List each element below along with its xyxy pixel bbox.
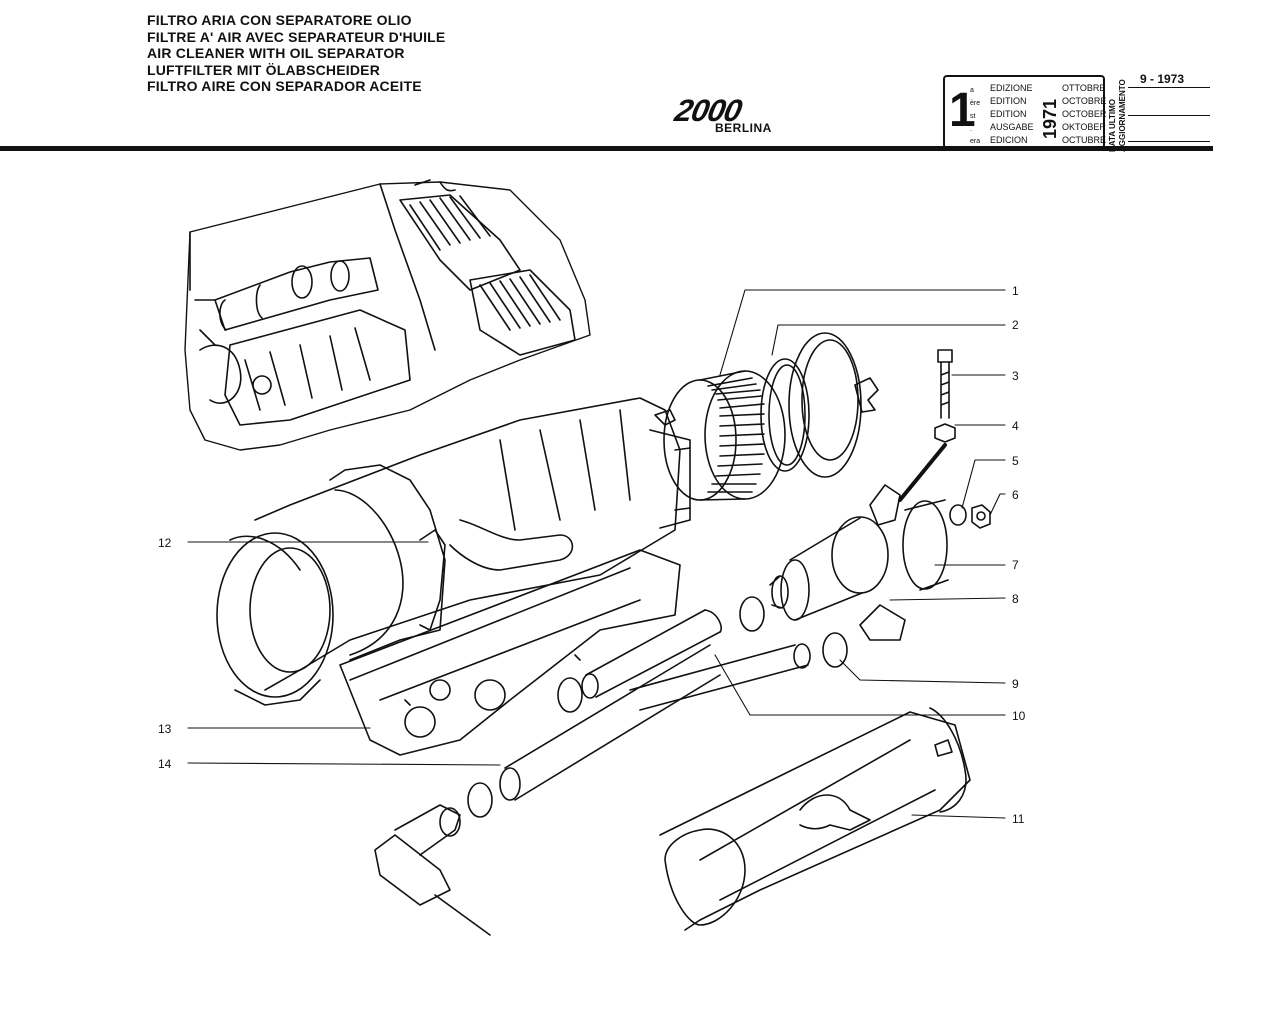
callout-5: 5 <box>1012 454 1019 468</box>
model-name: BERLINA <box>715 121 772 135</box>
filter-element <box>663 370 786 501</box>
title-es: FILTRO AIRE CON SEPARADOR ACEITE <box>147 78 422 94</box>
multilingual-title-block: FILTRO ARIA CON SEPARATORE OLIO FILTRE A… <box>147 12 445 95</box>
edition-suffix: ère <box>970 100 981 107</box>
title-de: LUFTFILTER MIT ÖLABSCHEIDER <box>147 61 381 78</box>
engine-bay-inset <box>184 179 591 451</box>
title-fr: FILTRE A' AIR AVEC SEPARATEUR D'HUILE <box>147 28 446 45</box>
callout-8: 8 <box>1012 592 1019 606</box>
callout-10: 10 <box>1012 709 1026 723</box>
callout-3: 3 <box>1012 369 1019 383</box>
callout-9: 9 <box>1012 677 1019 691</box>
update-line <box>1128 87 1210 88</box>
callout-1: 1 <box>1012 284 1019 298</box>
edition-word: AUSGABE <box>990 122 1034 132</box>
callout-11: 11 <box>1012 812 1025 826</box>
edition-month: OKTOBER <box>1062 122 1106 132</box>
edition-month: OTTOBRE <box>1062 83 1106 93</box>
callout-7: 7 <box>1012 558 1019 572</box>
edition-word: EDITION <box>990 109 1027 119</box>
leader-lines <box>187 289 1006 819</box>
title-en: AIR CLEANER WITH OIL SEPARATOR <box>147 45 405 61</box>
callout-12: 12 <box>158 536 172 550</box>
edition-suffix: era <box>970 138 981 145</box>
bracket <box>869 484 949 591</box>
last-update-label-line2: AGGIORNAMENTO <box>1118 79 1127 152</box>
edition-word: EDICION <box>990 135 1028 145</box>
last-update-label: DATA ULTIMO AGGIORNAMENTO <box>1108 79 1128 152</box>
update-line <box>1128 141 1210 142</box>
callout-14: 14 <box>158 757 172 771</box>
edition-month: OCTOBRE <box>1062 96 1107 106</box>
edition-word: EDIZIONE <box>990 83 1033 93</box>
edition-number: 1 <box>949 84 976 137</box>
edition-year: 1971 <box>1040 98 1060 139</box>
manifold <box>339 549 681 756</box>
callout-2: 2 <box>1012 318 1019 332</box>
edition-word: EDITION <box>990 96 1027 106</box>
bolt-nut-washers <box>898 349 991 529</box>
callout-13: 13 <box>158 722 172 736</box>
last-update-date: 9 - 1973 <box>1140 72 1185 86</box>
title-it: FILTRO ARIA CON SEPARATORE OLIO <box>147 12 412 28</box>
last-update-label-line1: DATA ULTIMO <box>1108 98 1117 152</box>
header-rule <box>0 146 1213 151</box>
callout-6: 6 <box>1012 488 1019 502</box>
pipe-elbow <box>374 804 491 936</box>
cover-housing <box>659 707 971 931</box>
update-line <box>1128 115 1210 116</box>
edition-box: 1 a ère st . era EDIZIONE EDITION EDITIO… <box>943 75 1107 149</box>
edition-suffix: st <box>970 113 976 120</box>
callout-4: 4 <box>1012 419 1019 433</box>
oil-separator <box>769 516 906 641</box>
edition-suffix: . <box>970 126 972 133</box>
edition-month: OCTOBER <box>1062 109 1107 119</box>
edition-suffix: a <box>970 87 974 94</box>
edition-month: OCTUBRE <box>1062 135 1107 145</box>
air-cleaner-body <box>216 397 691 706</box>
gasket-and-cover <box>760 332 879 478</box>
hoses-and-clamps <box>467 596 848 818</box>
